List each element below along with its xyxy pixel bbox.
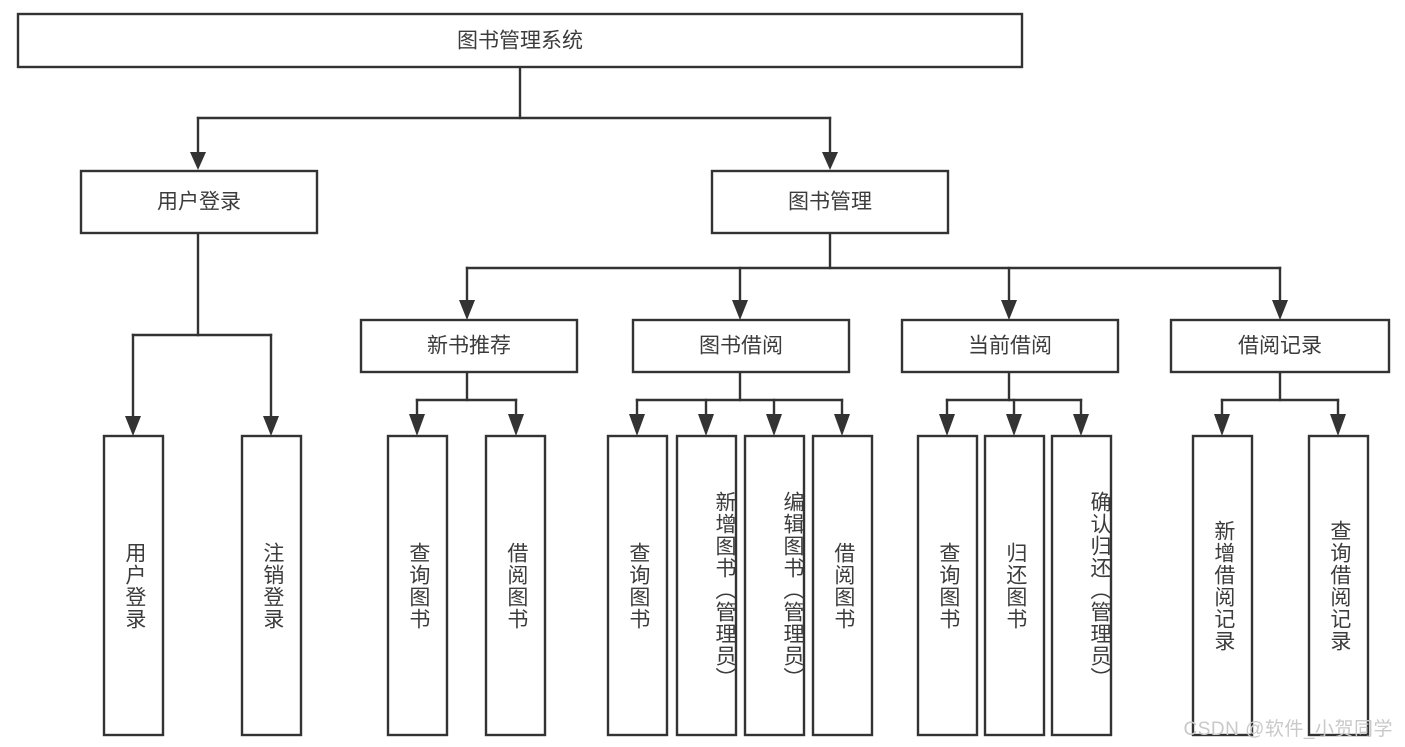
leaf-box-new-book-2[interactable] [484, 434, 547, 737]
arrowhead-leaf-new-book-2 [508, 414, 524, 436]
node-user-login-label: 用户登录 [157, 191, 241, 214]
node-borrow-record[interactable]: 借阅记录 [1169, 318, 1391, 374]
csdn-watermark: CSDN @软件_小贺同学 [1183, 719, 1393, 740]
arrowhead-book-borrow [732, 300, 748, 320]
node-root-label: 图书管理系统 [457, 30, 583, 53]
node-book-borrow-box[interactable] [631, 318, 851, 374]
node-book-borrow[interactable]: 图书借阅 [631, 318, 851, 374]
arrowhead-new-book [459, 300, 475, 320]
arrowhead-leaf-borrow-record-2 [1330, 414, 1346, 436]
arrowhead-leaf-new-book-1 [409, 414, 425, 436]
node-new-book-recommend-box[interactable] [359, 318, 579, 374]
node-new-book-recommend-label: 新书推荐 [427, 335, 511, 358]
arrowhead-leaf-book-borrow-2 [698, 414, 714, 436]
arrowhead-leaf-book-borrow-4 [834, 414, 850, 436]
node-book-borrow-label: 图书借阅 [699, 335, 783, 358]
arrowhead-leaf-current-borrow-3 [1073, 414, 1089, 436]
node-book-management-label: 图书管理 [788, 191, 872, 214]
connector-group-root [190, 65, 838, 170]
arrowhead-current-borrow [1001, 300, 1017, 320]
leaf-box-borrow-record-1[interactable] [1191, 434, 1254, 737]
connector-group-book-borrow-leaves [629, 370, 850, 436]
node-current-borrow-box[interactable] [900, 318, 1120, 374]
leaf-box-new-book-1[interactable] [386, 434, 449, 737]
leaf-box-user-login-1[interactable] [102, 434, 165, 737]
leaf-box-book-borrow-2[interactable] [675, 434, 738, 737]
arrowhead-leaf-user-login-1 [125, 416, 141, 436]
connector-group-book-mgmt [459, 231, 1288, 320]
connector-group-user-login-leaves [125, 231, 279, 436]
arrowhead-borrow-record [1272, 300, 1288, 320]
arrowhead-leaf-current-borrow-2 [1006, 414, 1022, 436]
node-book-management-box[interactable] [710, 169, 950, 235]
leaf-box-current-borrow-1[interactable] [916, 434, 979, 737]
node-root-box[interactable] [16, 12, 1024, 69]
leaf-box-book-borrow-4[interactable] [811, 434, 874, 737]
leaf-box-user-login-2[interactable] [240, 434, 303, 737]
connector-group-borrow-record-leaves [1214, 370, 1346, 436]
leaf-box-borrow-record-2[interactable] [1307, 434, 1370, 737]
connector-group-current-borrow-leaves [939, 370, 1089, 436]
arrowhead-leaf-user-login-2 [263, 416, 279, 436]
connector-group-new-book-leaves [409, 370, 524, 436]
leaf-box-current-borrow-3[interactable] [1050, 434, 1113, 737]
arrowhead-leaf-borrow-record-1 [1214, 414, 1230, 436]
arrowhead-user-login [190, 152, 206, 170]
node-borrow-record-box[interactable] [1169, 318, 1391, 374]
arrowhead-book-mgmt [822, 152, 838, 170]
arrowhead-leaf-current-borrow-1 [939, 414, 955, 436]
node-book-management[interactable]: 图书管理 [710, 169, 950, 235]
node-root[interactable]: 图书管理系统 [16, 12, 1024, 69]
arrowhead-leaf-book-borrow-3 [766, 414, 782, 436]
node-new-book-recommend[interactable]: 新书推荐 [359, 318, 579, 374]
node-user-login-box[interactable] [79, 169, 319, 235]
leaf-box-book-borrow-3[interactable] [743, 434, 806, 737]
node-user-login[interactable]: 用户登录 [79, 169, 319, 235]
leaf-box-current-borrow-2[interactable] [983, 434, 1046, 737]
leaf-box-book-borrow-1[interactable] [606, 434, 669, 737]
node-current-borrow-label: 当前借阅 [968, 335, 1052, 358]
arrowhead-leaf-book-borrow-1 [629, 414, 645, 436]
node-current-borrow[interactable]: 当前借阅 [900, 318, 1120, 374]
node-borrow-record-label: 借阅记录 [1238, 335, 1322, 358]
